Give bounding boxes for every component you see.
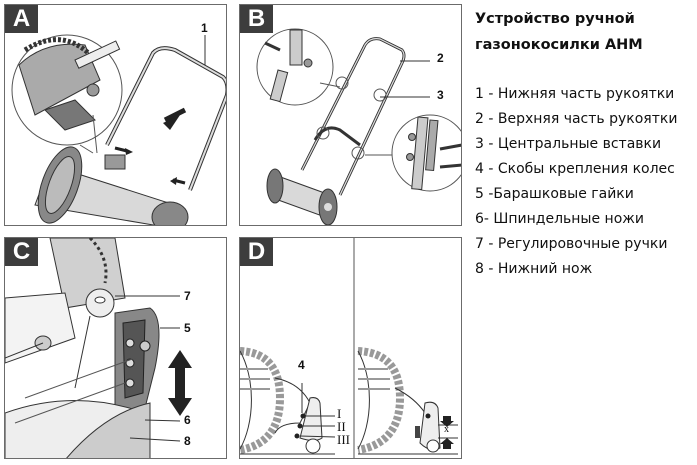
cutting-height-illustration <box>240 238 458 458</box>
parts-list: 1 - Нижняя часть рукоятки 2 - Верхняя ча… <box>475 82 697 282</box>
parts-list-item: 2 - Верхняя часть рукоятки <box>475 111 678 127</box>
panel-label-b: B <box>240 5 273 33</box>
figure-panel-a: A 1 <box>4 4 227 226</box>
callout-2: 2 <box>437 51 444 65</box>
callout-4: 4 <box>298 358 305 372</box>
gap-label-x: x <box>444 424 449 435</box>
blade-adjustment-illustration <box>5 238 192 458</box>
height-position-2: II <box>337 419 346 434</box>
handle-assembly-illustration <box>256 28 461 225</box>
figure-panel-d: D 4 I II III x <box>239 237 462 459</box>
legend-title-line2: газонокосилки АНМ <box>475 37 643 53</box>
handle-attachment-illustration <box>11 34 226 225</box>
parts-list-item: 5 -Барашковые гайки <box>475 186 634 202</box>
panel-label-d: D <box>240 238 273 266</box>
callout-8: 8 <box>184 434 191 448</box>
callout-1: 1 <box>201 21 208 35</box>
height-position-3: III <box>337 432 350 447</box>
panel-label-a: A <box>5 5 38 33</box>
parts-legend: Устройство ручной газонокосилки АНМ 1 - … <box>475 6 697 282</box>
height-position-1: I <box>337 406 342 421</box>
parts-list-item: 6- Шпиндельные ножи <box>475 211 644 227</box>
callout-6: 6 <box>184 413 191 427</box>
parts-list-item: 1 - Нижняя часть рукоятки <box>475 86 675 102</box>
figure-panel-b: B 2 3 <box>239 4 462 226</box>
panel-label-c: C <box>5 238 38 266</box>
callout-3: 3 <box>437 88 444 102</box>
callout-7: 7 <box>184 289 191 303</box>
legend-title-line1: Устройство ручной <box>475 11 635 27</box>
parts-list-item: 7 - Регулировочные ручки <box>475 236 668 252</box>
parts-list-item: 8 - Нижний нож <box>475 261 593 277</box>
callout-5: 5 <box>184 321 191 335</box>
figure-panel-c: C 7 5 6 8 <box>4 237 227 459</box>
parts-list-item: 4 - Скобы крепления колес <box>475 161 675 177</box>
parts-list-item: 3 - Центральные вставки <box>475 136 662 152</box>
